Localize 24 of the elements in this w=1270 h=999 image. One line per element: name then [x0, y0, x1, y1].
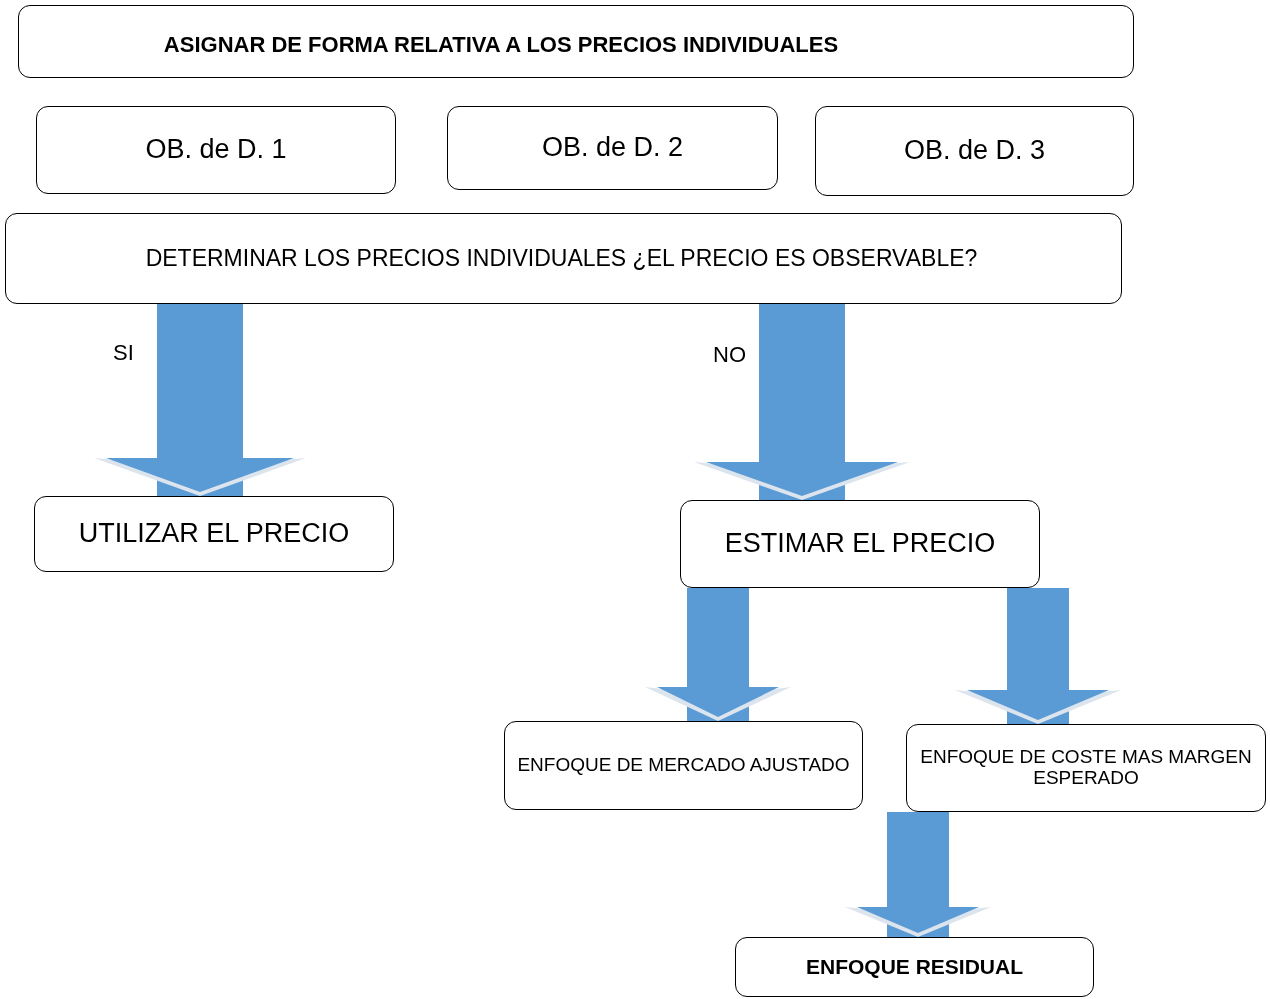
box-text: ESTIMAR EL PRECIO [724, 529, 996, 559]
box-text: ASIGNAR DE FORMA RELATIVA A LOS PRECIOS INDIVIDUALES [163, 33, 839, 58]
process-box [5, 213, 1122, 304]
box-text: UTILIZAR EL PRECIO [78, 519, 350, 549]
process-box [906, 724, 1266, 812]
box-text: OB. de D. 1 [145, 135, 287, 165]
box-text: DETERMINAR LOS PRECIOS INDIVIDUALES ¿EL PRECIO ES OBSERVABLE? [145, 245, 978, 272]
process-box [18, 5, 1134, 78]
box-text: ENFOQUE RESIDUAL [806, 955, 1023, 979]
process-box [504, 721, 863, 810]
block-arrow [94, 304, 306, 496]
process-box [735, 937, 1094, 997]
block-arrow [645, 588, 791, 721]
box-text: OB. de D. 3 [903, 136, 1046, 166]
box-text: ENFOQUE DE MERCADO AJUSTADO [517, 755, 850, 776]
process-box [680, 500, 1040, 588]
block-arrow [694, 304, 910, 500]
block-arrow [955, 588, 1121, 724]
box-text: ENFOQUE DE COSTE MAS MARGEN ESPERADO [919, 747, 1253, 789]
process-box [815, 106, 1134, 196]
process-box [447, 106, 778, 190]
box-text: OB. de D. 2 [541, 133, 684, 163]
process-box [34, 496, 394, 572]
process-box [36, 106, 396, 194]
